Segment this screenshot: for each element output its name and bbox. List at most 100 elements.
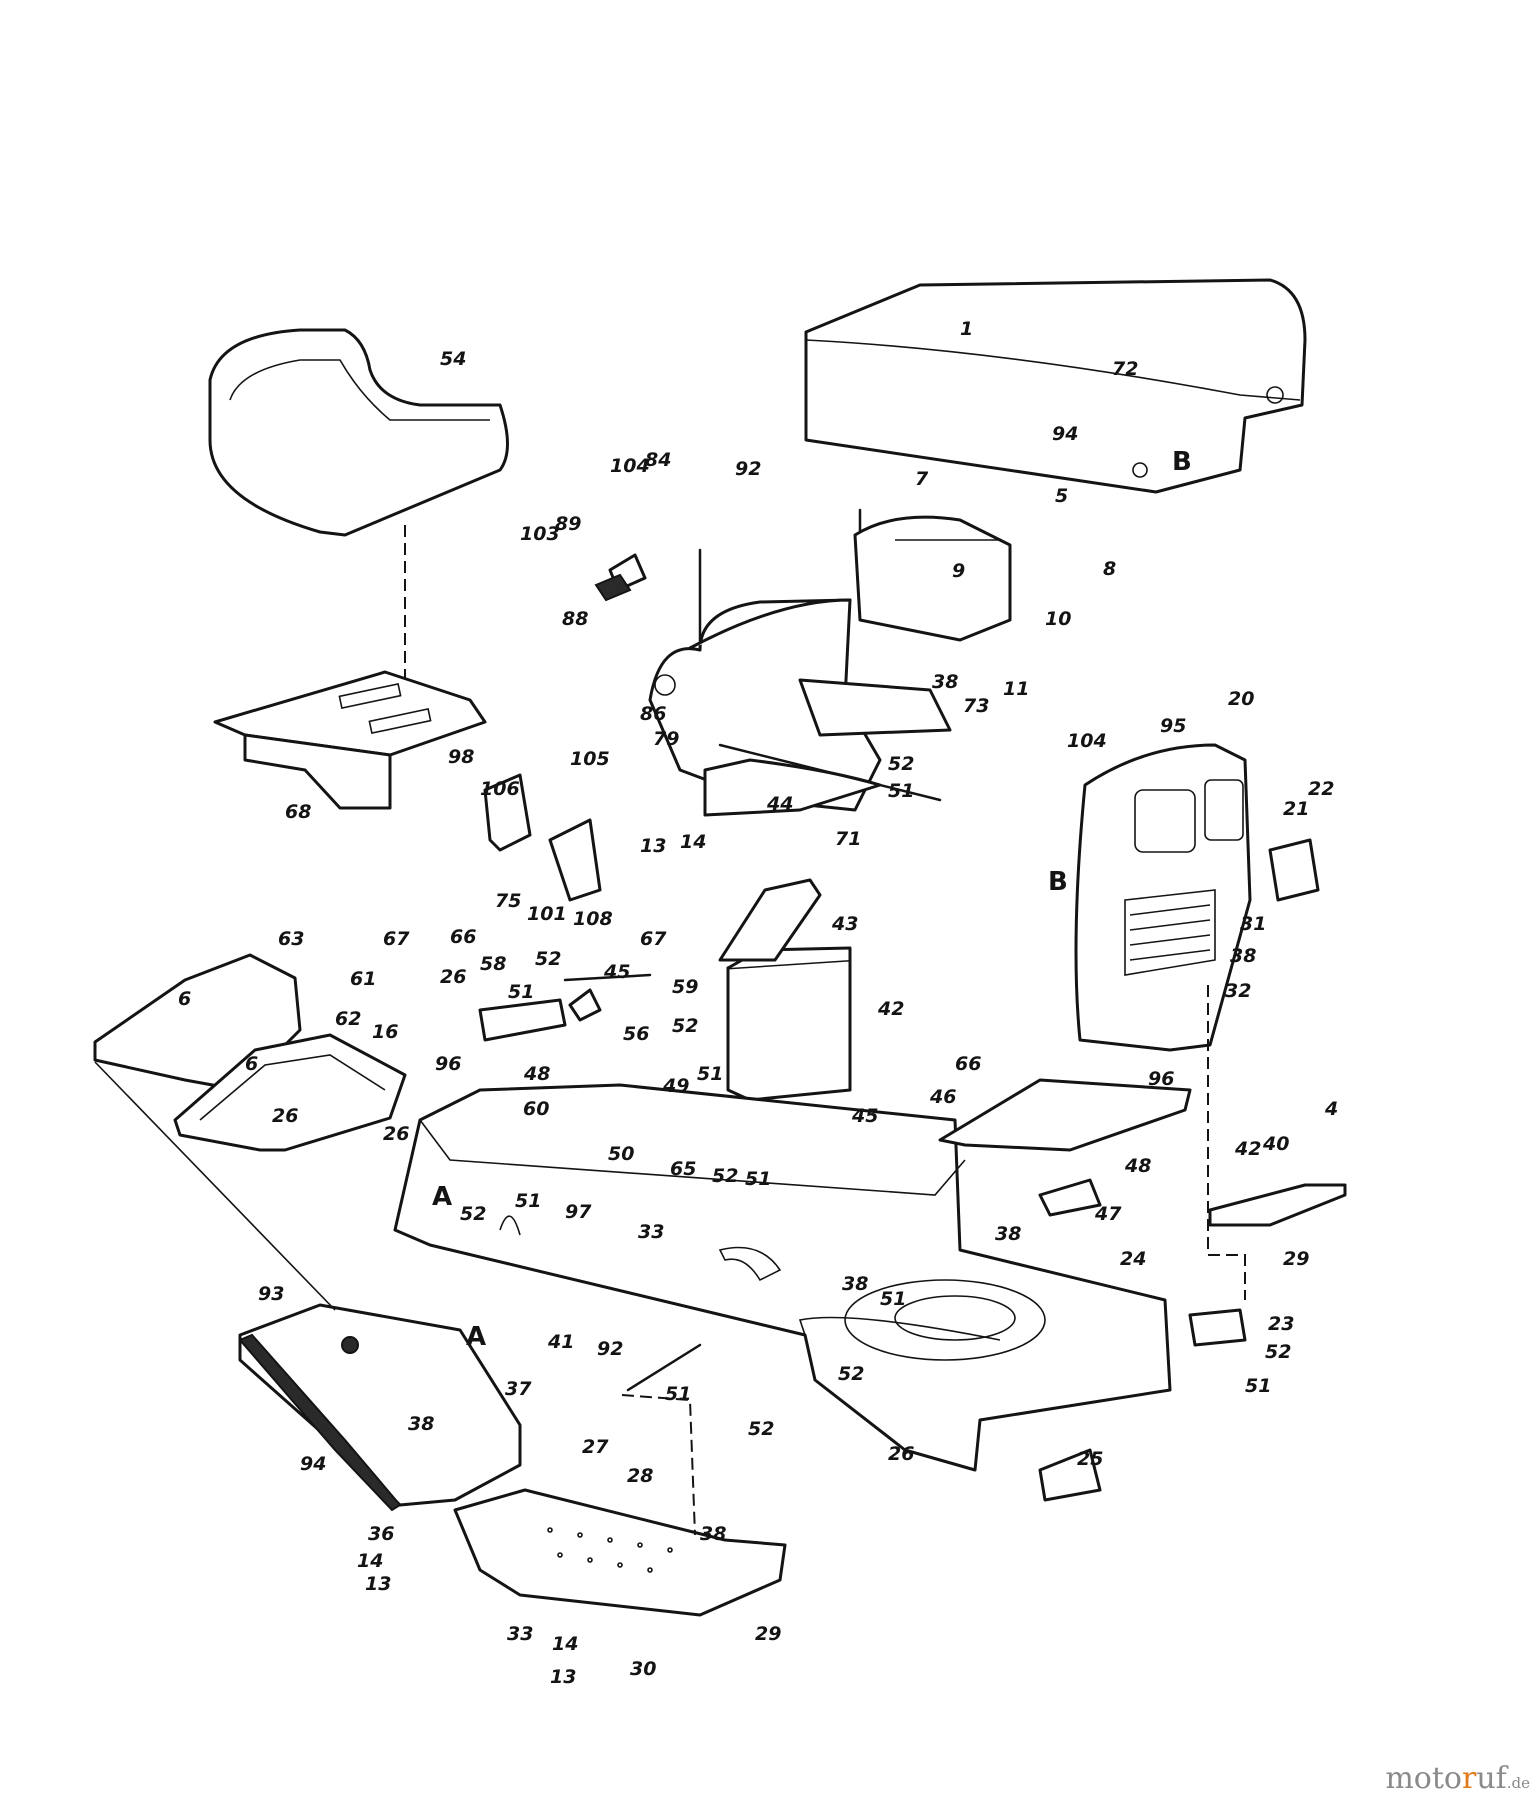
label-51-a: 51 — [515, 1190, 541, 1212]
label-95: 94 — [300, 1453, 326, 1475]
label-72: 84 — [645, 449, 671, 471]
label-51-mid: 51 — [880, 1288, 906, 1310]
label-6-tray: 6 — [245, 1053, 258, 1075]
label-52-mid: 52 — [838, 1363, 864, 1385]
label-43: 42 — [877, 998, 904, 1020]
dashboard-assembly — [594, 508, 952, 812]
battery — [718, 878, 852, 1102]
label-29-right: 29 — [1283, 1248, 1309, 1270]
label-40: 44 — [766, 793, 793, 815]
label-1: 1 — [960, 318, 973, 340]
label-38-step: 38 — [700, 1523, 726, 1545]
seat — [208, 328, 509, 537]
label-35: 40 — [1262, 1133, 1289, 1155]
label-13-dash: 13 — [640, 835, 666, 857]
label-10: 10 — [1045, 608, 1071, 630]
label-36: 36 — [368, 1523, 394, 1545]
label-11: 11 — [1003, 678, 1029, 700]
label-96-right: 96 — [1148, 1068, 1174, 1090]
label-26-tray: 26 — [272, 1105, 298, 1127]
label-32: 32 — [1225, 980, 1251, 1002]
leader-60-fender — [94, 1061, 336, 1311]
label-62: 72 — [1112, 358, 1138, 380]
label-9: 9 — [952, 560, 965, 582]
label-73: 75 — [495, 890, 521, 912]
tray-59 — [173, 1033, 407, 1152]
ref-mark-b-hood: B — [1172, 447, 1192, 477]
label-37: 37 — [505, 1378, 532, 1400]
label-31: 31 — [1240, 913, 1266, 935]
label-38-frame: 38 — [842, 1273, 868, 1295]
label-75: 79 — [653, 728, 679, 750]
ref-mark-b-grille: B — [1048, 867, 1068, 897]
watermark-logo: motoruf.de — [1385, 1761, 1530, 1796]
label-68: 68 — [285, 801, 311, 823]
label-39: 41 — [547, 1331, 574, 1353]
label-48-left: 48 — [523, 1063, 550, 1085]
label-52-frame: 52 — [712, 1165, 738, 1187]
label-79: 86 — [640, 703, 666, 725]
label-33-step: 33 — [507, 1623, 533, 1645]
label-52-link: 52 — [535, 948, 561, 970]
label-55: 58 — [480, 953, 506, 975]
label-96-left: 96 — [435, 1053, 461, 1075]
label-48-right: 48 — [1124, 1155, 1151, 1177]
label-50: 50 — [608, 1143, 634, 1165]
label-46: 46 — [929, 1086, 956, 1108]
label-52-battery: 52 — [672, 1015, 698, 1037]
label-33-frame: 33 — [638, 1221, 664, 1243]
label-54: 54 — [440, 348, 466, 370]
label-26-mid: 26 — [440, 966, 466, 988]
label-44: 43 — [831, 913, 858, 935]
label-22: 22 — [1308, 778, 1334, 800]
right-floor-plate — [938, 1078, 1192, 1217]
label-8: 8 — [1103, 558, 1116, 580]
label-38-fender: 38 — [408, 1413, 434, 1435]
front-grille-housing — [1074, 743, 1320, 1052]
label-25: 25 — [1077, 1448, 1103, 1470]
label-108: 108 — [573, 908, 613, 930]
label-23: 23 — [1268, 1313, 1294, 1335]
label-59: 62 — [335, 1008, 361, 1030]
hood-cover — [804, 278, 1307, 494]
label-52-right: 52 — [1265, 1341, 1291, 1363]
label-66: 67 — [640, 928, 667, 950]
label-71: 73 — [963, 695, 989, 717]
part-labels: 1 72 94 7 5 9 8 10 11 54 104 84 92 89 10… — [178, 318, 1338, 1688]
label-21: 21 — [1283, 798, 1309, 820]
label-24: 24 — [1120, 1248, 1146, 1270]
label-52-a: 52 — [460, 1203, 486, 1225]
label-105: 105 — [570, 748, 610, 770]
label-53: 56 — [623, 1023, 649, 1045]
label-93: 94 — [1052, 423, 1078, 445]
ref-mark-a-frame: A — [432, 1182, 452, 1212]
label-45: 45 — [851, 1105, 878, 1127]
label-98: 98 — [448, 746, 474, 768]
right-footrest — [1208, 1183, 1347, 1227]
watermark-tld: .de — [1506, 1774, 1530, 1792]
rod-89 — [626, 1343, 702, 1392]
left-step-plate — [453, 1488, 787, 1617]
label-51-dash: 51 — [888, 780, 914, 802]
label-4: 4 — [1324, 1098, 1338, 1120]
chassis-frame — [393, 1083, 1247, 1502]
guide-line-grille — [1207, 985, 1246, 1300]
label-20: 20 — [1228, 688, 1254, 710]
watermark-suffix: uf — [1476, 1761, 1507, 1796]
label-6-cover: 6 — [178, 988, 191, 1010]
label-56: 59 — [672, 976, 698, 998]
label-94: 95 — [1160, 715, 1186, 737]
label-89: 92 — [597, 1338, 623, 1360]
label-14-dash: 14 — [680, 831, 706, 853]
label-104: 104 — [1067, 730, 1107, 752]
label-65: 65 — [670, 1158, 696, 1180]
cable-67 — [718, 743, 942, 802]
label-26-frame: 26 — [383, 1123, 409, 1145]
watermark-prefix: moto — [1385, 1761, 1462, 1796]
label-13-bottom: 13 — [550, 1666, 576, 1688]
left-fender — [238, 1303, 522, 1512]
label-34: 38 — [995, 1223, 1021, 1245]
label-67: 71 — [835, 828, 861, 850]
ref-mark-a-fender: A — [466, 1322, 486, 1352]
